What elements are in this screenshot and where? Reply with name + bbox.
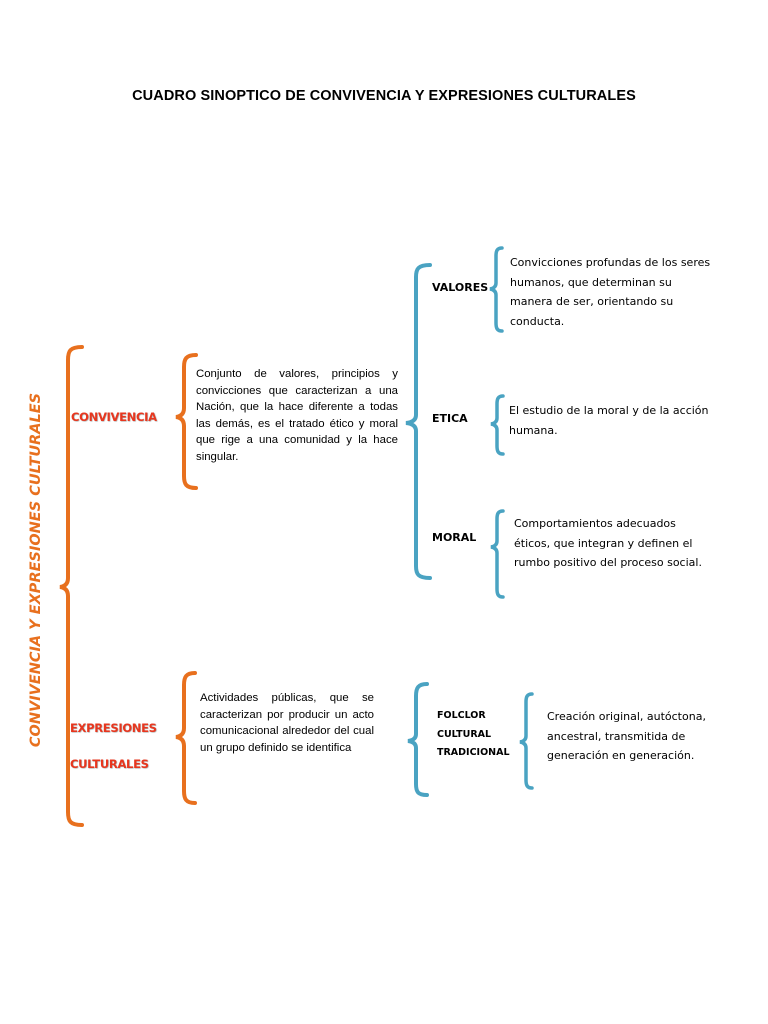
folclor-label: FOLCLOR CULTURAL TRADICIONAL [437, 710, 510, 758]
folclor-brace [407, 682, 429, 797]
valores-label: VALORES [432, 281, 489, 294]
etica-brace [490, 394, 505, 456]
folclor-definition-brace [519, 692, 534, 790]
moral-label: MORAL [432, 531, 477, 544]
etica-label: ETICA [432, 412, 468, 425]
convivencia-brace [175, 353, 198, 490]
moral-definition: Comportamientos adecuados éticos, que in… [514, 517, 702, 569]
folclor-definition: Creación original, autóctona, ancestral,… [547, 710, 706, 762]
convivencia-label: CONVIVENCIA [71, 410, 157, 424]
valores-definition: Convicciones profundas de los seres huma… [510, 256, 711, 328]
expresiones-brace [175, 671, 197, 805]
root-brace [59, 345, 84, 827]
etica-definition: El estudio de la moral y de la acción hu… [509, 404, 709, 437]
expresiones-description: Actividades públicas, que se caracteriza… [200, 692, 374, 754]
valores-brace [489, 246, 504, 333]
expresiones-label-line1: EXPRESIONES [70, 721, 157, 735]
expresiones-label-line2: CULTURALES [70, 757, 149, 771]
valores-etica-moral-brace [405, 263, 432, 580]
page-title: CUADRO SINOPTICO DE CONVIVENCIA Y EXPRES… [132, 88, 636, 104]
root-label: CONVIVENCIA Y EXPRESIONES CULTURALES [28, 392, 44, 748]
moral-brace [490, 509, 505, 599]
convivencia-description: Conjunto de valores, principios y convic… [196, 368, 398, 463]
